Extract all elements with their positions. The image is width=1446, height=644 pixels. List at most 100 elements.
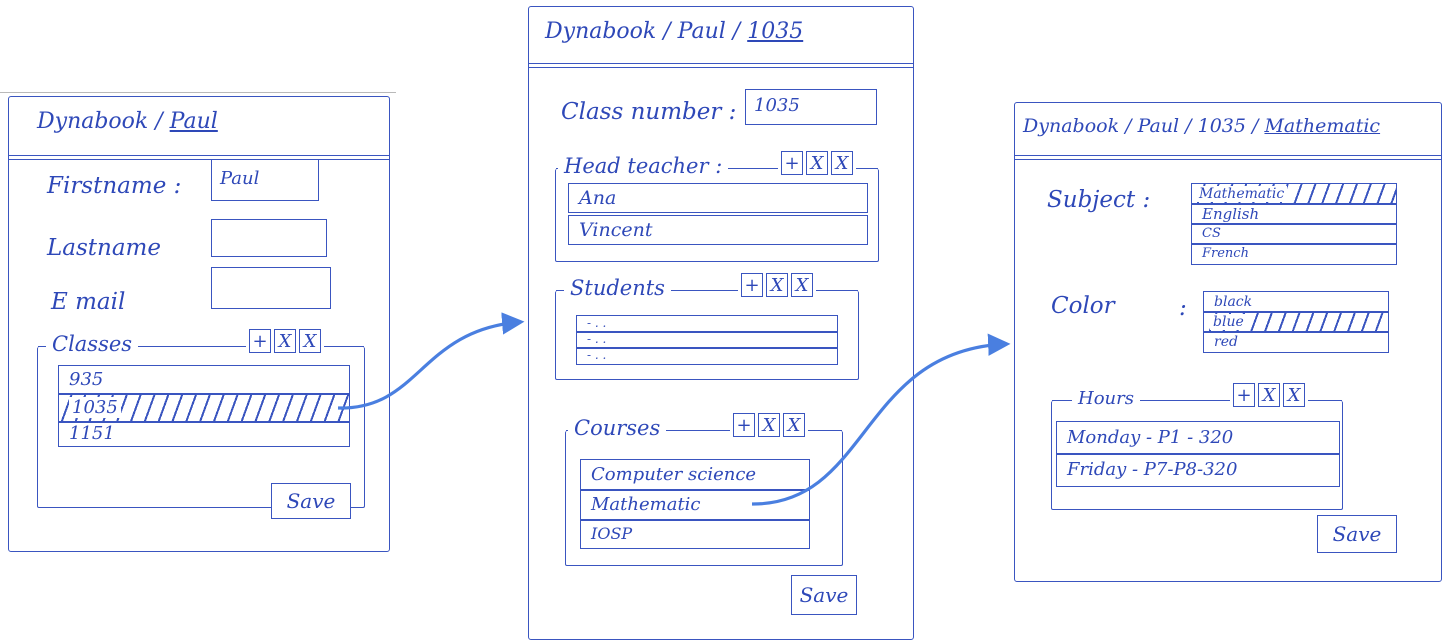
edit-class-button[interactable]: X	[274, 329, 296, 353]
class-number-label: Class number :	[561, 99, 737, 125]
head-teacher-label: Head teacher :	[558, 154, 729, 178]
hours-toolbar: + X X	[1230, 383, 1308, 407]
course-row[interactable]: Mathematic	[580, 489, 810, 521]
save-button[interactable]: Save	[271, 483, 351, 519]
delete-teacher-button[interactable]: X	[831, 151, 853, 175]
course-name: Mathematic	[591, 494, 701, 515]
title-bar: Dynabook / Paul / 1035 / Mathematic	[1015, 103, 1441, 160]
student-row-text: - . .	[587, 316, 607, 330]
firstname-label: Firstname :	[47, 173, 182, 199]
delete-course-button[interactable]: X	[783, 413, 805, 437]
class-row-selected[interactable]: 1035	[58, 393, 350, 423]
classes-group: Classes + X X 935 1035 1151	[37, 329, 365, 508]
edit-student-button[interactable]: X	[766, 273, 788, 297]
edit-teacher-button[interactable]: X	[806, 151, 828, 175]
subject-name: French	[1202, 246, 1249, 261]
classes-list: 935 1035 1151	[58, 365, 350, 451]
color-list: black blue red	[1203, 291, 1389, 357]
group-border-top	[38, 346, 364, 347]
hour-text: Friday - P7-P8-320	[1067, 459, 1238, 480]
subject-row[interactable]: CS	[1191, 223, 1397, 245]
subject-row[interactable]: English	[1191, 203, 1397, 225]
color-row-selected[interactable]: blue	[1203, 311, 1389, 333]
subject-list: Mathematic English CS French	[1191, 183, 1397, 269]
courses-label: Courses	[568, 416, 667, 440]
class-row[interactable]: 1151	[58, 421, 350, 447]
breadcrumb-prefix: Dynabook / Paul / 1035 /	[1023, 115, 1259, 137]
add-teacher-button[interactable]: +	[781, 151, 803, 175]
breadcrumb: Dynabook / Paul	[37, 109, 218, 134]
hour-text: Monday - P1 - 320	[1067, 427, 1234, 448]
breadcrumb-current: Mathematic	[1264, 115, 1381, 137]
firstname-field[interactable]: Paul	[211, 159, 319, 201]
subject-name: English	[1202, 205, 1260, 223]
subject-name: CS	[1202, 226, 1221, 241]
courses-list: Computer science Mathematic IOSP	[580, 459, 810, 551]
lastname-field[interactable]	[211, 219, 327, 257]
student-row-text: - . .	[587, 348, 607, 362]
class-number-field[interactable]: 1035	[745, 89, 877, 125]
delete-class-button[interactable]: X	[299, 329, 321, 353]
breadcrumb-prefix: Dynabook / Paul /	[545, 19, 741, 44]
student-row[interactable]: - . .	[576, 347, 838, 365]
courses-group: Courses + X X Computer science Mathemati…	[565, 413, 843, 566]
email-label: E mail	[51, 289, 126, 315]
email-field[interactable]	[211, 267, 331, 309]
edit-hour-button[interactable]: X	[1258, 383, 1280, 407]
add-course-button[interactable]: +	[733, 413, 755, 437]
save-button[interactable]: Save	[791, 575, 857, 615]
arrow-course-to-course-screen	[751, 333, 1011, 506]
save-button[interactable]: Save	[1317, 515, 1397, 553]
screen-person: Dynabook / Paul Firstname : Paul Lastnam…	[8, 96, 390, 552]
screen-course: Dynabook / Paul / 1035 / Mathematic Subj…	[1014, 102, 1442, 582]
lastname-label: Lastname	[47, 235, 161, 261]
color-label: Color	[1051, 293, 1115, 319]
add-class-button[interactable]: +	[249, 329, 271, 353]
course-row[interactable]: Computer science	[580, 459, 810, 491]
breadcrumb-current: Paul	[169, 109, 218, 134]
courses-toolbar: + X X	[730, 413, 808, 437]
edit-course-button[interactable]: X	[758, 413, 780, 437]
course-row[interactable]: IOSP	[580, 519, 810, 549]
color-row[interactable]: red	[1203, 331, 1389, 353]
title-bar: Dynabook / Paul / 1035	[529, 7, 913, 68]
course-name: Computer science	[591, 464, 757, 485]
add-student-button[interactable]: +	[741, 273, 763, 297]
teacher-name: Vincent	[579, 219, 653, 241]
add-hour-button[interactable]: +	[1233, 383, 1255, 407]
group-border-top	[556, 290, 858, 291]
color-name: red	[1214, 334, 1238, 350]
hour-row[interactable]: Friday - P7-P8-320	[1056, 453, 1340, 487]
breadcrumb-prefix: Dynabook /	[37, 109, 163, 134]
breadcrumb-current: 1035	[747, 19, 804, 44]
students-list: - . . - . . - . .	[576, 315, 838, 367]
group-border-top	[1052, 400, 1342, 401]
group-border-top	[566, 430, 842, 431]
students-toolbar: + X X	[738, 273, 816, 297]
student-row-text: - . .	[587, 332, 607, 346]
hour-row[interactable]: Monday - P1 - 320	[1056, 421, 1340, 455]
screen-class: Dynabook / Paul / 1035 Class number : 10…	[528, 6, 914, 640]
head-teacher-list: Ana Vincent	[568, 183, 868, 247]
color-name: black	[1214, 294, 1253, 310]
title-bar: Dynabook / Paul	[9, 97, 389, 160]
delete-student-button[interactable]: X	[791, 273, 813, 297]
teacher-name: Ana	[579, 187, 617, 209]
hours-label: Hours	[1072, 388, 1140, 409]
breadcrumb: Dynabook / Paul / 1035	[545, 19, 803, 44]
subject-row[interactable]: French	[1191, 243, 1397, 265]
teacher-row[interactable]: Vincent	[568, 215, 868, 245]
classes-toolbar: + X X	[246, 329, 324, 353]
teacher-row[interactable]: Ana	[568, 183, 868, 213]
color-colon: :	[1179, 295, 1187, 321]
color-name: blue	[1210, 314, 1247, 330]
student-row[interactable]: - . .	[576, 315, 838, 333]
delete-hour-button[interactable]: X	[1283, 383, 1305, 407]
course-name: IOSP	[591, 524, 633, 543]
student-row[interactable]: - . .	[576, 331, 838, 349]
breadcrumb: Dynabook / Paul / 1035 / Mathematic	[1023, 115, 1380, 137]
sketch-divider-line	[0, 92, 396, 93]
subject-row-selected[interactable]: Mathematic	[1191, 183, 1397, 205]
class-row-label: 935	[69, 369, 104, 390]
